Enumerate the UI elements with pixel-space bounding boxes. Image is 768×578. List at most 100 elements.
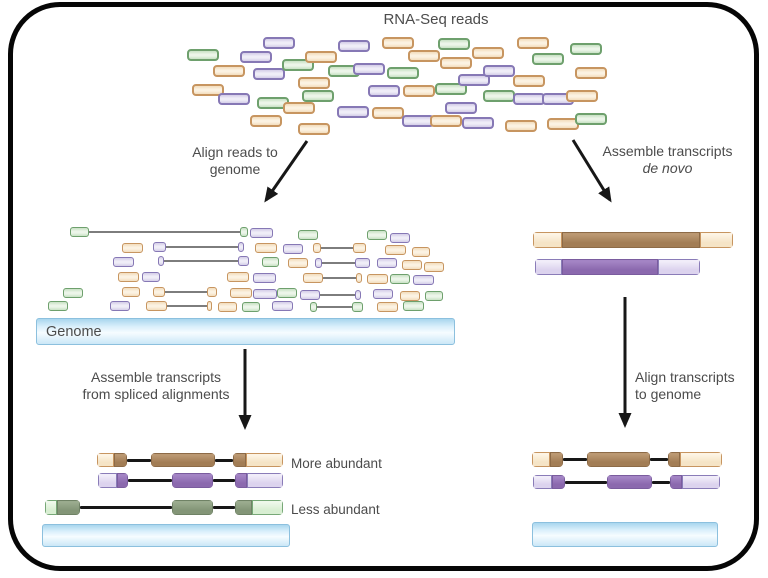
intron-line [80,506,172,509]
read-p [373,289,393,299]
read-o [218,302,237,312]
read-g [575,113,607,125]
read-p [483,65,515,77]
read-p [462,117,494,129]
intron-line [127,458,151,462]
read-o [385,245,406,255]
intron-line [565,480,607,484]
read-g [70,227,89,237]
read-o [207,287,217,297]
read-p [413,275,434,285]
exon-part-light [532,452,550,467]
splice-junction-line [167,305,207,307]
intron-line [215,458,233,462]
read-g [570,43,602,55]
read-o [305,51,337,63]
figure-border-frame [8,2,759,571]
read-p [238,242,244,252]
read-p [142,272,160,282]
read-g [438,38,470,50]
read-o [118,272,139,282]
read-p [153,242,166,252]
read-o [122,243,143,253]
read-o [192,84,224,96]
read-o [207,301,212,311]
read-p [158,256,164,266]
read-p [368,85,400,97]
read-o [353,243,366,253]
read-p [253,273,276,283]
label-line: Assemble transcripts [602,143,733,159]
exon-part-dark [587,452,650,467]
exon-green [172,500,213,515]
exon-part-dark [235,500,252,515]
read-o [382,37,414,49]
exon-part-light [533,475,552,489]
exon-part-dark [114,453,127,467]
read-o [153,287,165,297]
read-g [240,227,248,237]
splice-junction-line [317,306,352,308]
genome-bar [532,522,718,547]
exon-part-light [682,475,720,489]
exon-purple [535,259,700,275]
exon-part-light [535,259,562,275]
exon-part-dark [151,453,215,467]
intron-line [213,506,235,509]
exon-part-dark [562,259,658,275]
exon-tan [587,452,650,467]
read-g [277,288,297,298]
read-o [313,243,321,253]
read-o [230,288,252,298]
exon-part-light [98,473,117,488]
read-p [253,68,285,80]
read-g [532,53,564,65]
exon-tan [668,452,722,467]
label-line: from spliced alignments [82,386,230,402]
read-p [218,93,250,105]
exon-part-dark [117,473,128,488]
label-align-reads-to-genome: Align reads to genome [160,144,310,178]
exon-part-dark [550,452,563,467]
read-g [435,83,467,95]
read-o [402,260,422,270]
read-g [425,291,443,301]
read-o [367,274,388,284]
read-o [517,37,549,49]
read-o [403,85,435,97]
exon-purple [235,473,283,488]
read-o [356,273,362,283]
read-p [250,228,273,238]
exon-part-light [658,259,700,275]
label-assemble-from-spliced-alignments: Assemble transcripts from spliced alignm… [61,369,251,403]
exon-part-dark [668,452,680,467]
exon-purple [607,475,652,489]
read-o [255,243,277,253]
read-o [400,291,420,301]
exon-purple [98,473,128,488]
read-p [355,290,361,300]
genome-bar: Genome [36,318,455,345]
label-assemble-transcripts-de-novo: Assemble transcripts de novo [580,143,755,177]
exon-part-dark [607,475,652,489]
read-g [242,302,260,312]
read-p [353,63,385,75]
exon-tan [151,453,215,467]
read-p [315,258,322,268]
read-p [110,301,130,311]
read-g [387,67,419,79]
splice-junction-line [165,291,207,293]
read-p [445,102,477,114]
exon-part-light [247,473,283,488]
splice-junction-line [89,231,240,233]
read-p [355,258,370,268]
read-o [430,115,462,127]
splice-junction-line [166,246,238,248]
read-p [300,290,320,300]
label-less-abundant: Less abundant [291,502,380,517]
read-p [458,74,490,86]
read-g [302,90,334,102]
label-line: genome [209,161,261,177]
read-o [227,272,249,282]
splice-junction-line [164,260,238,262]
